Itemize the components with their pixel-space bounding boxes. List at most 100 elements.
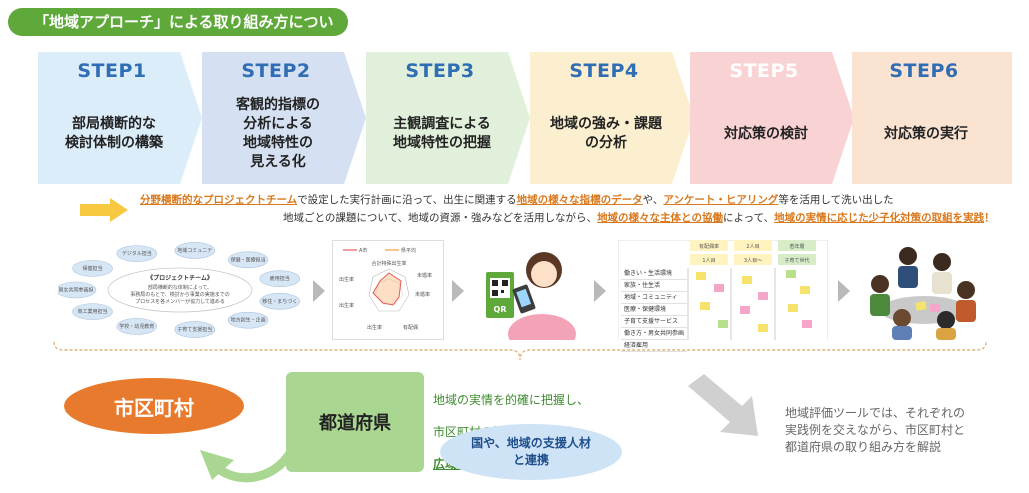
step-description: 客観的指標の 分析による 地域特性の 見える化 (202, 92, 366, 176)
grid-row-label: 医療・保健環境 (621, 304, 687, 316)
step-5: STEP5 対応策の検討 (690, 52, 854, 184)
body-text: によって、 (723, 212, 774, 224)
highlight-text: 地域の実情に応じた少子化対策の取組を実践 (774, 212, 984, 224)
team-member-bubble: 地域コミュニテ (175, 242, 215, 258)
sticky-note (758, 292, 768, 300)
step-label: STEP4 (530, 60, 694, 82)
sticky-note (740, 306, 750, 314)
team-member-bubble: デジタル担当 (117, 246, 157, 262)
gray-arrow-icon (838, 280, 850, 302)
team-member-bubble: 学校・幼児教育 (117, 318, 157, 334)
body-text: や、 (643, 194, 664, 206)
team-member-label: 男女共同参画担 (58, 287, 93, 294)
team-member-bubble: 男女共同参画担 (58, 282, 96, 298)
grid-row-label: 地域・コミュニティ (621, 292, 687, 304)
meeting-illustration (858, 240, 988, 340)
highlight-text: 分野横断的なプロジェクトチーム (140, 194, 297, 206)
grid-subheader: 1人目 (702, 258, 715, 264)
radar-label: 出生率 (339, 302, 354, 309)
team-member-label: 保健担当 (83, 265, 103, 272)
gray-arrow-icon (452, 280, 464, 302)
radar-label: 有配偶 (403, 324, 418, 331)
radar-label: 未婚率 (415, 291, 430, 298)
team-member-bubble: 保健・医療担当 (228, 252, 268, 268)
team-member-label: デジタル担当 (122, 250, 152, 257)
national-support-bubble: 国や、地域の支援人材 と連携 (440, 424, 622, 480)
sticky-note (696, 272, 706, 280)
team-member-bubble: 子育て支援担当 (175, 322, 215, 338)
step-description: 対応策の実行 (852, 92, 1012, 176)
yellow-arrow-icon (80, 198, 130, 222)
team-center-text: 事務局のもとで、検討から事業の実施までの (130, 291, 230, 298)
qr-label: QR (494, 305, 507, 314)
grid-header: 有配偶率 (699, 243, 719, 250)
sticky-note (788, 304, 798, 312)
team-member-label: 地方創生・企画 (231, 317, 266, 324)
step-label: STEP6 (852, 60, 1012, 82)
radar-label: 合計特殊出生率 (371, 260, 406, 267)
grid-header: 2人目 (746, 244, 759, 250)
step-description: 地域の強み・課題 の分析 (530, 92, 694, 176)
sticky-note (742, 276, 752, 284)
sticky-note (700, 302, 710, 310)
team-member-label: 移住・まちづく (262, 298, 297, 305)
grid-row-label: 働きい・生活環境 (621, 268, 687, 280)
survey-illustration: QR (482, 240, 582, 340)
description-line-2: 地域ごとの課題について、地域の資源・強みなどを活用しながら、地域の様々な主体との… (283, 210, 995, 225)
body-text: で設定した実行計画に沿って、出生に関連する (297, 194, 516, 206)
team-center-text: プロセスを各メンバーが協力して進める (135, 298, 225, 305)
team-member-label: 保健・医療担当 (231, 256, 266, 263)
team-member-bubble: 保健担当 (73, 260, 113, 276)
grid-row-label: 働き方・男女共同参画 (621, 328, 687, 340)
gray-arrow-icon (594, 280, 606, 302)
grid-header: 若年層 (789, 243, 804, 250)
highlight-text: 地域の様々な主体との協働 (597, 212, 723, 224)
highlight-text: 地域の様々な指標のデータ (517, 194, 643, 206)
prefecture-label: 都道府県 (286, 372, 424, 472)
team-member-bubble: 地方創生・企画 (228, 312, 268, 328)
support-arrow-icon (196, 420, 296, 490)
step-description: 対応策の検討 (690, 92, 854, 176)
radar-label: 出生率 (367, 324, 382, 331)
step-description: 主観調査による 地域特性の把握 (366, 92, 530, 176)
radar-legend-a: A市 (359, 247, 367, 254)
body-text: 等を活用して洗い出した (778, 194, 893, 206)
team-center-title: 《プロジェクトチーム》 (147, 274, 213, 282)
grouping-brace (52, 340, 988, 364)
radar-legend-avg: 県平均 (401, 247, 416, 254)
step-4: STEP4 地域の強み・課題 の分析 (530, 52, 694, 184)
body-text: 地域ごとの課題について、地域の資源・強みなどを活用しながら、 (283, 212, 597, 224)
step-description: 部局横断的な 検討体制の構築 (38, 92, 202, 176)
team-center-text: 部局横断的な体制によって、 (148, 284, 212, 291)
sticky-note (714, 284, 724, 292)
radar-label: 出生率 (339, 276, 354, 283)
team-member-bubble: 雇用担当 (260, 271, 300, 287)
grid-subheader: 子育て世代 (784, 257, 809, 264)
team-member-label: 学校・幼児教育 (119, 323, 154, 330)
sticky-note (758, 324, 768, 332)
sticky-note (800, 286, 810, 294)
team-member-label: 地域コミュニテ (177, 247, 212, 254)
sticky-note (718, 320, 728, 328)
team-member-bubble: 商工業用担当 (73, 304, 113, 320)
description-line-1: 分野横断的なプロジェクトチームで設定した実行計画に沿って、出生に関連する地域の様… (140, 192, 894, 207)
grid-subheader: 3人目～ (744, 258, 762, 264)
step-label: STEP3 (366, 60, 530, 82)
team-member-label: 雇用担当 (270, 275, 290, 282)
radar-chart-illustration: A市 県平均 合計特殊出生率 未婚率 未婚率 有配偶 出生率 出生率 出生率 (332, 240, 444, 340)
step-label: STEP5 (690, 60, 854, 82)
highlight-text: アンケート・ヒアリング (663, 194, 778, 206)
team-member-label: 商工業用担当 (78, 308, 108, 315)
grid-row-label: 子育て支援サービス (621, 316, 687, 328)
gray-arrow-icon (313, 280, 325, 302)
grid-row-label: 家族・住生活 (621, 280, 687, 292)
radar-label: 未婚率 (417, 272, 432, 279)
sticky-note (802, 320, 812, 328)
gray-diagonal-arrow-icon (684, 372, 774, 442)
page-title: 「地域アプローチ」による取り組み方について (8, 8, 348, 36)
step-6: STEP6 対応策の実行 (852, 52, 1012, 184)
evaluation-tool-note: 地域評価ツールでは、それぞれの 実践例を交えながら、市区町村と 都道府県の取り組… (785, 405, 965, 456)
